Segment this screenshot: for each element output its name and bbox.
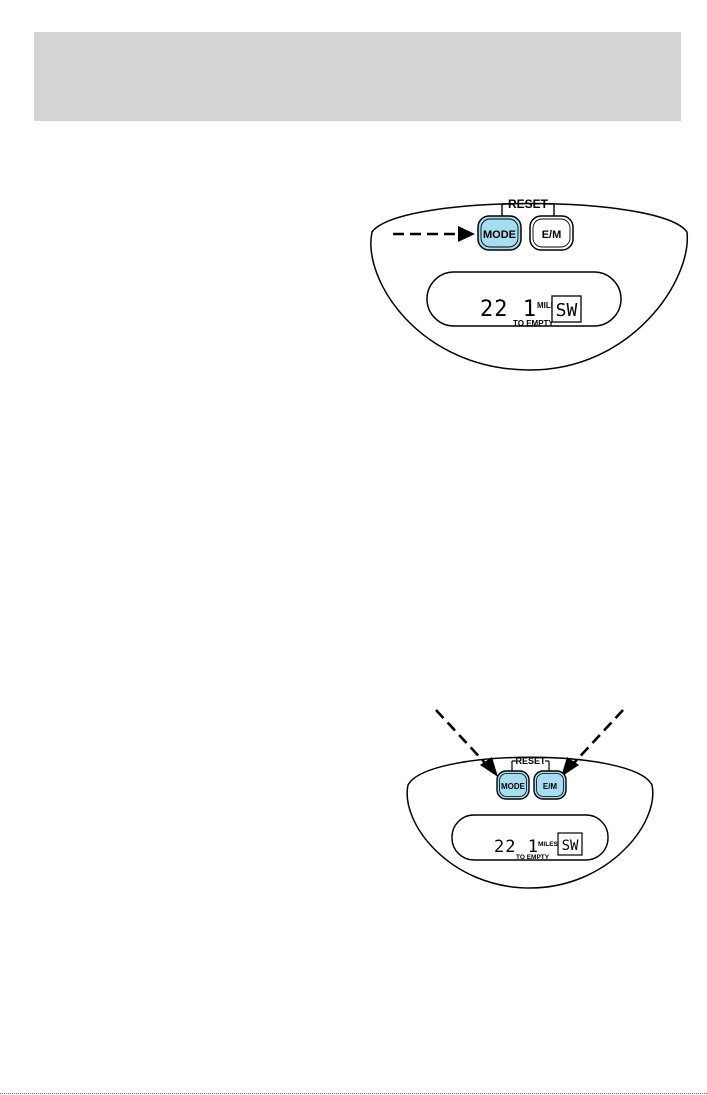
em-button-label: E/M <box>543 782 558 791</box>
mode-button-label: MODE <box>483 229 516 241</box>
to-empty-label: TO EMPTY <box>513 319 554 328</box>
to-empty-label: TO EMPTY <box>516 854 550 861</box>
overhead-console-diagram-reset: RESET MODE E/M 22 1 MILES TO EMPTY SW <box>398 703 663 891</box>
mode-button-label: MODE <box>501 782 526 791</box>
em-button-label: E/M <box>542 229 562 241</box>
compass-heading: SW <box>562 838 579 854</box>
em-button[interactable]: E/M <box>530 216 573 250</box>
reset-label: RESET <box>515 756 546 766</box>
miles-label: MILES <box>538 841 559 848</box>
em-button[interactable]: E/M <box>534 771 566 799</box>
reset-label: RESET <box>508 197 549 211</box>
overhead-console-diagram-mode: RESET MODE E/M 22 1 MILES TO EMPTY SW <box>360 180 700 372</box>
compass-heading: SW <box>556 300 578 321</box>
header-band <box>34 32 681 121</box>
mode-button[interactable]: MODE <box>478 216 521 250</box>
mode-button[interactable]: MODE <box>497 771 529 799</box>
page-bottom-rule <box>0 1093 707 1094</box>
